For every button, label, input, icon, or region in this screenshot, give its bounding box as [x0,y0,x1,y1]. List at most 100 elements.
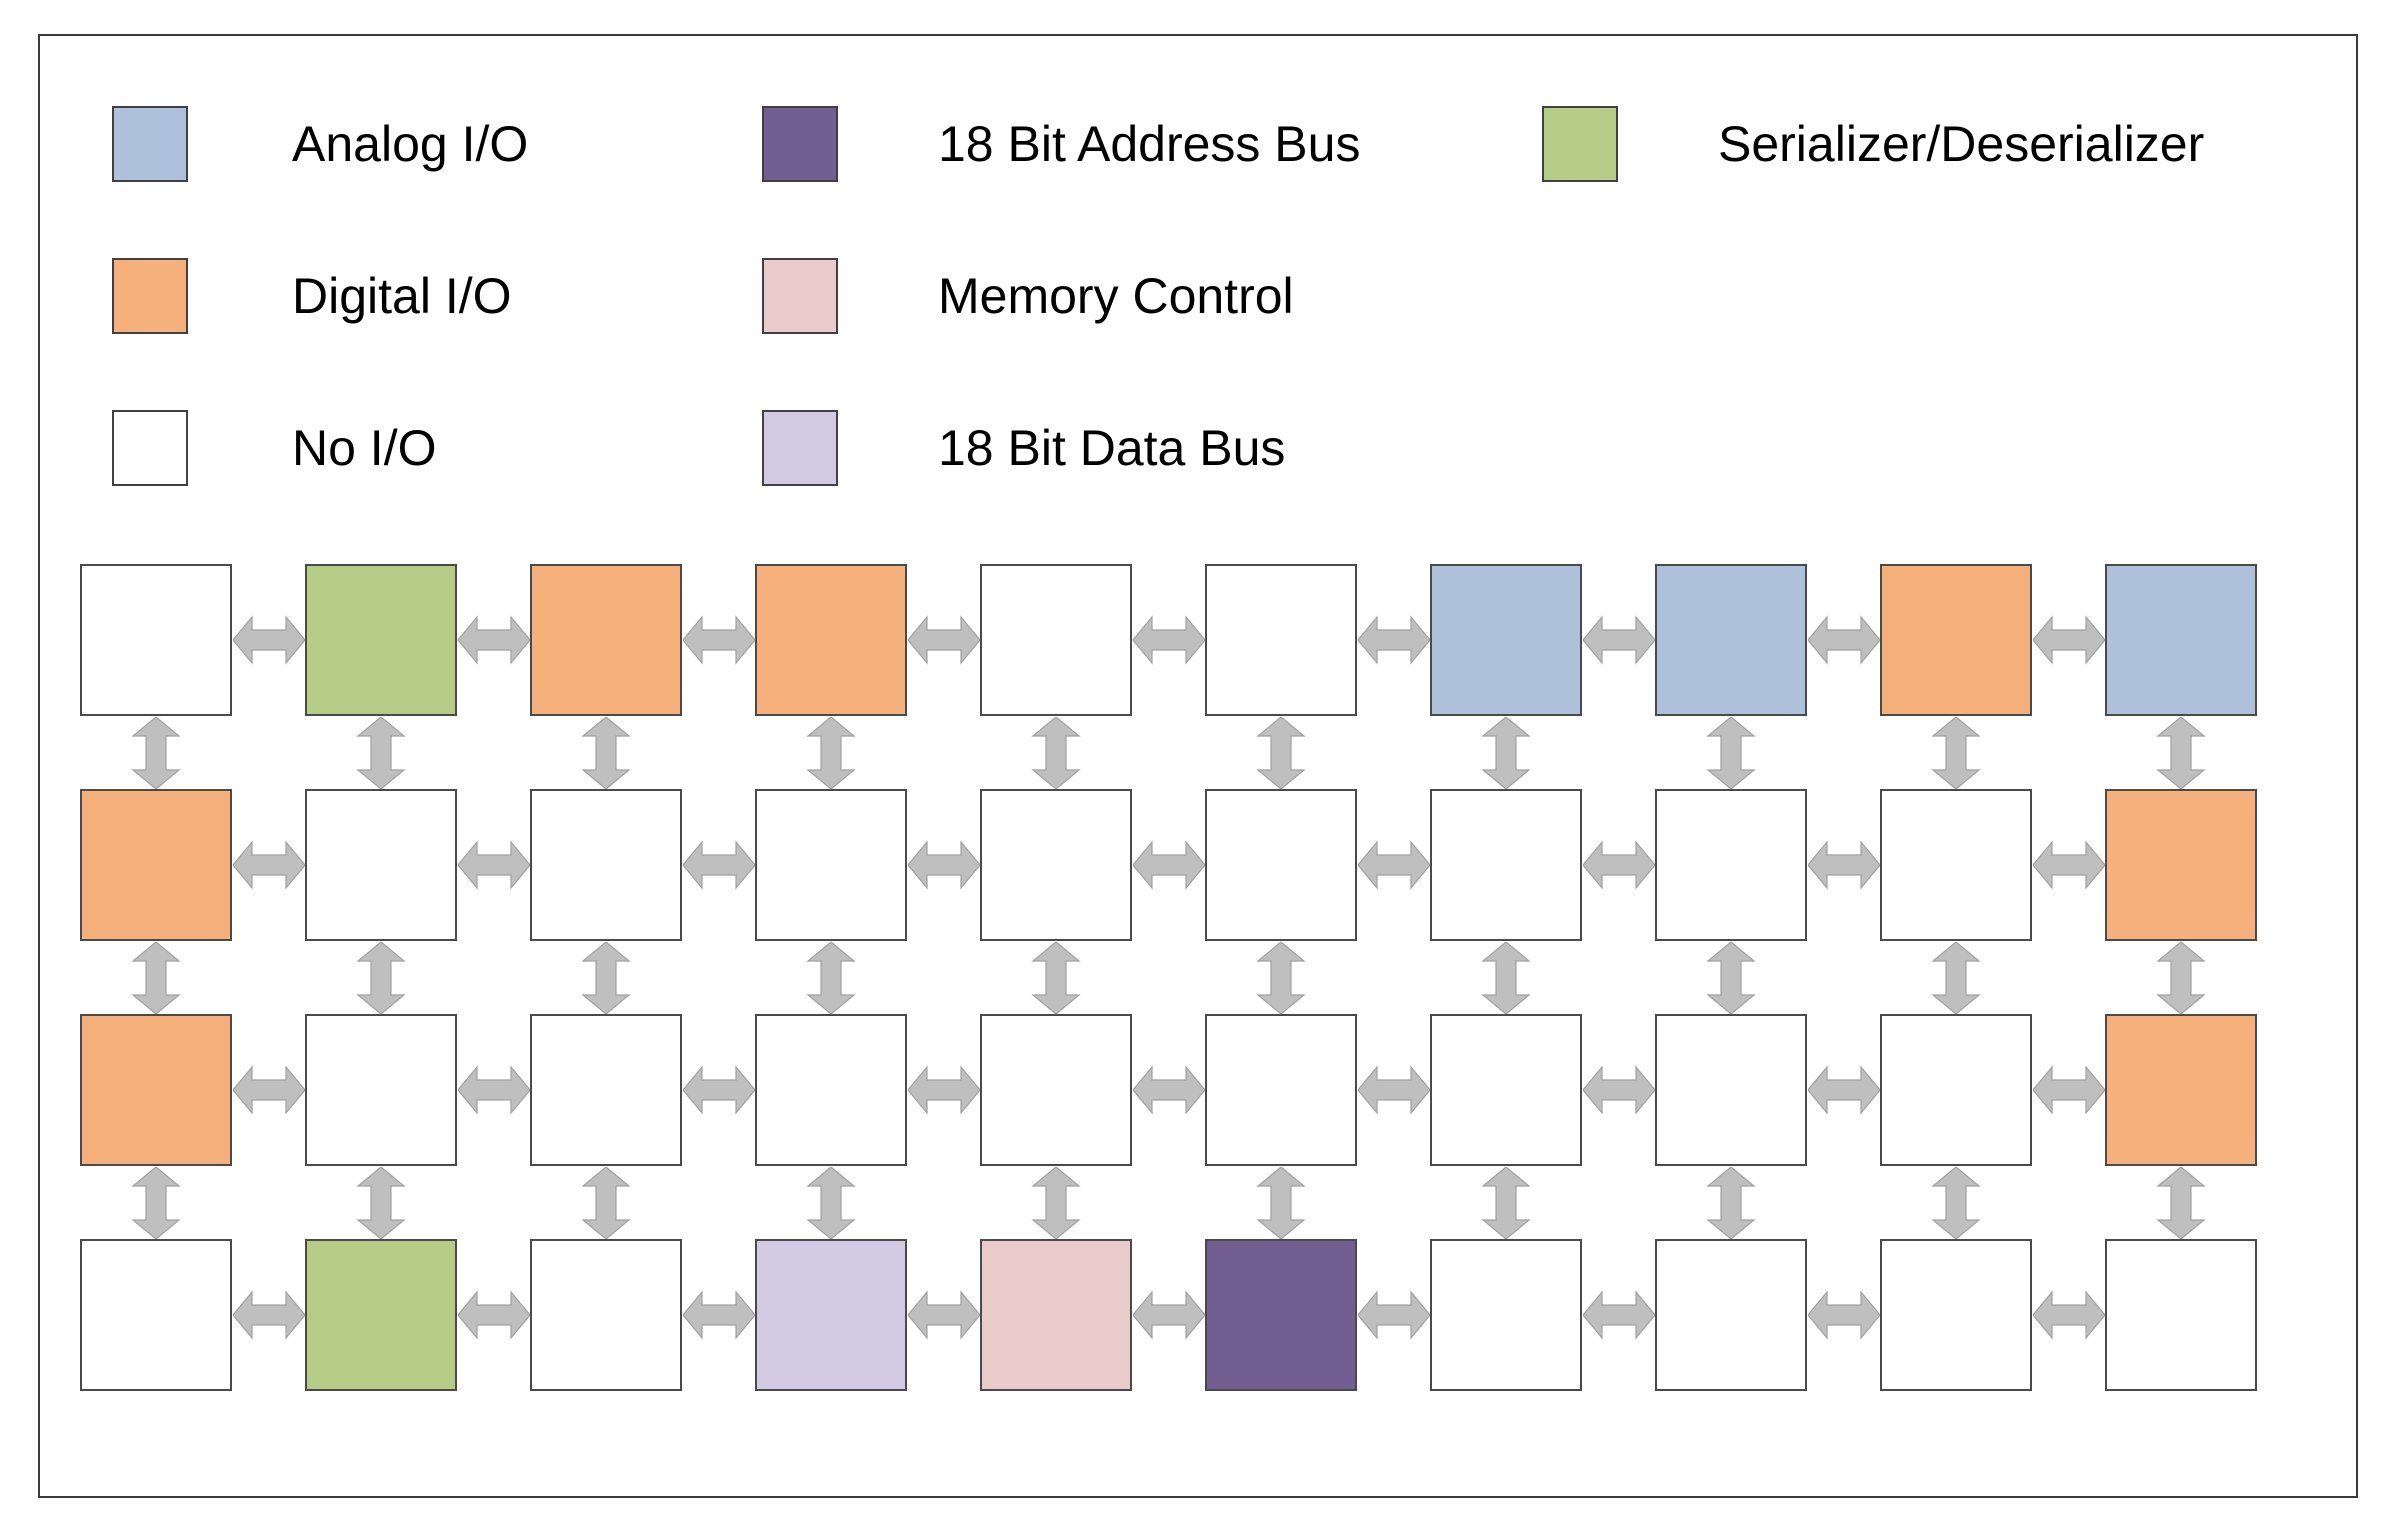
v-arrow-r0-c0 [127,717,185,789]
h-arrow-r2-c3 [908,1061,980,1119]
block-r2-c0-digital_io[interactable] [80,1014,232,1166]
h-arrow-r0-c8 [2033,611,2105,669]
block-r3-c1-serdes[interactable] [305,1239,457,1391]
v-arrow-r1-c2 [577,942,635,1014]
h-arrow-r2-c1 [458,1061,530,1119]
block-r2-c8-no_io[interactable] [1880,1014,2032,1166]
h-arrow-r3-c2 [683,1286,755,1344]
v-arrow-r1-c6 [1477,942,1535,1014]
block-r3-c5-address_bus[interactable] [1205,1239,1357,1391]
h-arrow-r1-c0 [233,836,305,894]
block-r1-c0-digital_io[interactable] [80,789,232,941]
legend-label-digital_io: Digital I/O [292,268,512,324]
legend-label-data_bus: 18 Bit Data Bus [938,420,1286,476]
block-r1-c6-no_io[interactable] [1430,789,1582,941]
block-r0-c2-digital_io[interactable] [530,564,682,716]
legend-swatch-memory_control [762,258,838,334]
legend-item-data_bus: 18 Bit Data Bus [762,410,1285,486]
h-arrow-r3-c1 [458,1286,530,1344]
v-arrow-r0-c6 [1477,717,1535,789]
block-row-1 [80,789,2320,941]
legend-swatch-no_io [112,410,188,486]
v-arrow-r2-c3 [802,1167,860,1239]
block-r1-c9-digital_io[interactable] [2105,789,2257,941]
legend-item-analog_io: Analog I/O [112,106,528,182]
block-r2-c7-no_io[interactable] [1655,1014,1807,1166]
h-arrow-r0-c7 [1808,611,1880,669]
h-arrow-r3-c7 [1808,1286,1880,1344]
v-arrow-r1-c8 [1927,942,1985,1014]
block-r2-c3-no_io[interactable] [755,1014,907,1166]
h-arrow-r0-c0 [233,611,305,669]
block-r3-c4-memory_control[interactable] [980,1239,1132,1391]
block-r0-c1-serdes[interactable] [305,564,457,716]
block-r3-c3-data_bus[interactable] [755,1239,907,1391]
h-arrow-r2-c2 [683,1061,755,1119]
block-r2-c2-no_io[interactable] [530,1014,682,1166]
v-arrow-r1-c7 [1702,942,1760,1014]
block-r2-c5-no_io[interactable] [1205,1014,1357,1166]
block-r2-c1-no_io[interactable] [305,1014,457,1166]
v-arrow-r1-c3 [802,942,860,1014]
v-arrow-r2-c2 [577,1167,635,1239]
block-r0-c4-no_io[interactable] [980,564,1132,716]
h-arrow-r3-c6 [1583,1286,1655,1344]
block-r1-c4-no_io[interactable] [980,789,1132,941]
h-arrow-r1-c4 [1133,836,1205,894]
v-arrow-r0-c7 [1702,717,1760,789]
v-arrow-r2-c4 [1027,1167,1085,1239]
block-r3-c7-no_io[interactable] [1655,1239,1807,1391]
block-r1-c8-no_io[interactable] [1880,789,2032,941]
v-arrow-r0-c5 [1252,717,1310,789]
block-r1-c7-no_io[interactable] [1655,789,1807,941]
v-arrow-r2-c8 [1927,1167,1985,1239]
block-r3-c2-no_io[interactable] [530,1239,682,1391]
h-arrow-r0-c4 [1133,611,1205,669]
block-r3-c8-no_io[interactable] [1880,1239,2032,1391]
block-r2-c4-no_io[interactable] [980,1014,1132,1166]
v-arrow-r2-c0 [127,1167,185,1239]
block-r1-c5-no_io[interactable] [1205,789,1357,941]
block-r0-c0-no_io[interactable] [80,564,232,716]
block-grid [80,564,2320,1484]
v-arrow-r2-c1 [352,1167,410,1239]
block-r0-c9-analog_io[interactable] [2105,564,2257,716]
block-r3-c6-no_io[interactable] [1430,1239,1582,1391]
legend-label-memory_control: Memory Control [938,268,1294,324]
h-arrow-r1-c3 [908,836,980,894]
legend-swatch-data_bus [762,410,838,486]
block-r0-c3-digital_io[interactable] [755,564,907,716]
h-arrow-r1-c6 [1583,836,1655,894]
h-arrow-r1-c8 [2033,836,2105,894]
block-r1-c3-no_io[interactable] [755,789,907,941]
block-r0-c6-analog_io[interactable] [1430,564,1582,716]
legend-swatch-digital_io [112,258,188,334]
v-arrow-r0-c9 [2152,717,2210,789]
block-r2-c9-digital_io[interactable] [2105,1014,2257,1166]
block-r0-c8-digital_io[interactable] [1880,564,2032,716]
block-r0-c5-no_io[interactable] [1205,564,1357,716]
h-arrow-r1-c1 [458,836,530,894]
block-r1-c2-no_io[interactable] [530,789,682,941]
h-arrow-r2-c8 [2033,1061,2105,1119]
legend-item-serdes: Serializer/Deserializer [1542,106,2204,182]
v-arrow-r0-c8 [1927,717,1985,789]
block-r3-c0-no_io[interactable] [80,1239,232,1391]
v-arrow-r2-c7 [1702,1167,1760,1239]
legend-item-address_bus: 18 Bit Address Bus [762,106,1360,182]
block-r3-c9-no_io[interactable] [2105,1239,2257,1391]
v-arrow-r2-c9 [2152,1167,2210,1239]
legend-label-address_bus: 18 Bit Address Bus [938,116,1361,172]
h-arrow-r3-c3 [908,1286,980,1344]
v-arrow-r1-c9 [2152,942,2210,1014]
block-r0-c7-analog_io[interactable] [1655,564,1807,716]
legend-item-memory_control: Memory Control [762,258,1294,334]
h-arrow-r3-c5 [1358,1286,1430,1344]
h-arrow-r3-c8 [2033,1286,2105,1344]
v-arrow-r1-c0 [127,942,185,1014]
h-arrow-r3-c0 [233,1286,305,1344]
block-r1-c1-no_io[interactable] [305,789,457,941]
block-r2-c6-no_io[interactable] [1430,1014,1582,1166]
